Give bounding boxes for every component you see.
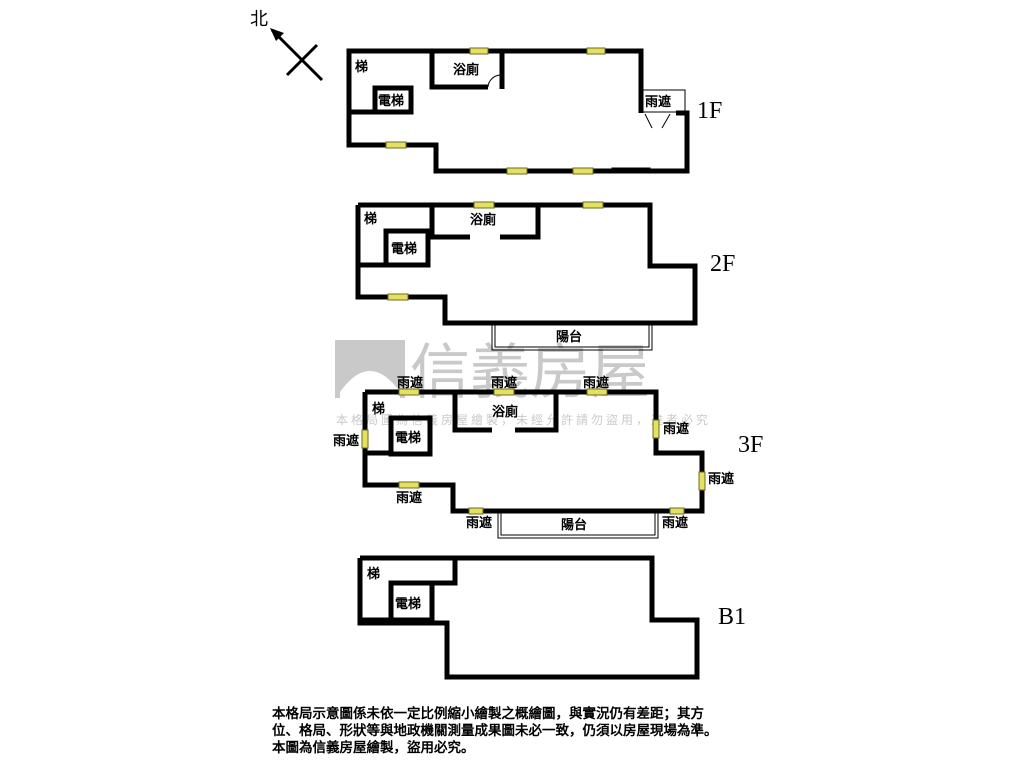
- disclaimer: 本格局示意圖係未依一定比例縮小繪製之概繪圖，與實況仍有差距；其方 位、格局、形狀…: [272, 706, 792, 757]
- canopy-label: 雨遮: [491, 375, 517, 391]
- canopy-label: 雨遮: [466, 515, 492, 531]
- balcony-label: 陽台: [561, 517, 587, 533]
- watermark-brand: 信義房屋: [410, 338, 650, 408]
- disclaimer-line: 位、格局、形狀等與地政機關測量成果圖未必一致，仍須以房屋現場為準。: [272, 723, 718, 739]
- room-stairs-label: 梯: [364, 211, 377, 227]
- floor-1f: 梯 浴廁 電梯 雨遮 1F: [346, 47, 722, 175]
- canopy-label: 雨遮: [663, 421, 689, 437]
- room-bath-label: 浴廁: [492, 404, 518, 420]
- disclaimer-line: 本格局示意圖係未依一定比例縮小繪製之概繪圖，與實況仍有差距；其方: [272, 706, 704, 722]
- disclaimer-line: 本圖為信義房屋繪製，盜用必究。: [272, 740, 475, 756]
- room-elevator-label: 電梯: [395, 430, 421, 446]
- canopy-label: 雨遮: [662, 515, 688, 531]
- floor-label-2f: 2F: [710, 251, 735, 277]
- room-elevator-label: 電梯: [395, 596, 421, 612]
- floor-2f: 梯 浴廁 電梯 陽台 2F: [355, 201, 735, 351]
- room-stairs-label: 梯: [367, 566, 380, 582]
- room-bath-label: 浴廁: [453, 62, 479, 78]
- balcony-label: 陽台: [556, 329, 582, 345]
- floor-label-1f: 1F: [697, 98, 722, 124]
- canopy-label: 雨遮: [583, 375, 609, 391]
- floor-label-3f: 3F: [738, 432, 763, 458]
- canopy-label: 雨遮: [396, 490, 422, 506]
- room-elevator-label: 電梯: [378, 93, 404, 109]
- canopy-label: 雨遮: [645, 94, 671, 110]
- canopy-label: 雨遮: [708, 471, 734, 487]
- floor-3f: 雨遮 雨遮 雨遮 雨遮 雨遮 雨遮 雨遮 雨遮 雨遮 梯 浴廁 電梯 陽台 3F: [333, 375, 763, 539]
- compass-label: 北: [250, 9, 268, 30]
- room-bath-label: 浴廁: [470, 212, 496, 228]
- floor-b1: 梯 電梯 B1: [357, 555, 746, 680]
- floor-label-b1: B1: [718, 604, 746, 630]
- north-arrow-icon: 北: [250, 9, 324, 82]
- room-stairs-label: 梯: [355, 59, 368, 75]
- room-stairs-label: 梯: [372, 401, 385, 417]
- canopy-label: 雨遮: [397, 375, 423, 391]
- canopy-label: 雨遮: [333, 433, 359, 449]
- room-elevator-label: 電梯: [391, 241, 417, 257]
